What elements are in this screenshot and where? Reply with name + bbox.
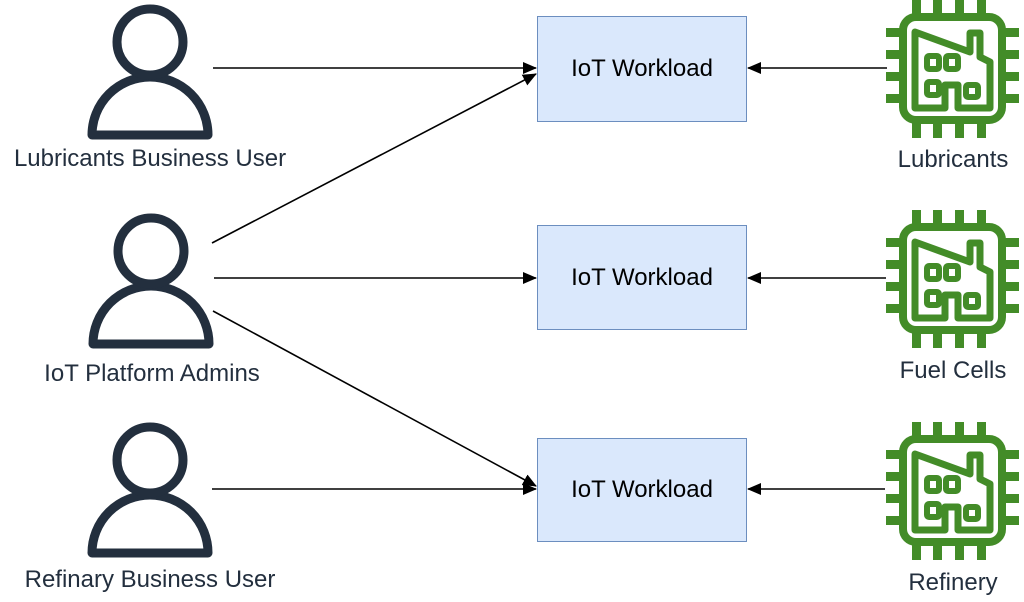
node-iot-workload-1[interactable]: IoT Workload	[537, 16, 747, 122]
arrow-platform-admins-to-workload-3	[212, 310, 537, 487]
label-iot-platform-admins: IoT Platform Admins	[44, 360, 260, 387]
user-icon	[87, 422, 213, 558]
factory-chip-icon	[886, 0, 1019, 138]
label-lubricants-business-user: Lubricants Business User	[13, 145, 287, 172]
node-refinery-plant[interactable]	[886, 422, 1019, 560]
factory-chip-icon	[886, 422, 1019, 560]
node-iot-platform-admins[interactable]	[88, 209, 214, 349]
label-refinary-business-user: Refinary Business User	[24, 566, 276, 593]
node-lubricants-plant[interactable]	[886, 0, 1019, 138]
label-refinery-plant: Refinery	[908, 569, 998, 596]
node-iot-workload-3[interactable]: IoT Workload	[537, 438, 747, 542]
label-fuel-cells-plant: Fuel Cells	[899, 357, 1007, 384]
workload-3-label: IoT Workload	[571, 476, 713, 503]
label-lubricants-plant: Lubricants	[897, 146, 1009, 173]
user-icon	[87, 4, 213, 140]
user-icon	[88, 213, 214, 349]
node-iot-workload-2[interactable]: IoT Workload	[537, 225, 747, 330]
node-lubricants-business-user[interactable]	[87, 0, 213, 140]
workload-1-label: IoT Workload	[571, 55, 713, 82]
workload-2-label: IoT Workload	[571, 263, 713, 291]
node-fuel-cells-plant[interactable]	[886, 210, 1019, 348]
factory-chip-icon	[886, 210, 1019, 348]
node-refinary-business-user[interactable]	[87, 418, 213, 558]
